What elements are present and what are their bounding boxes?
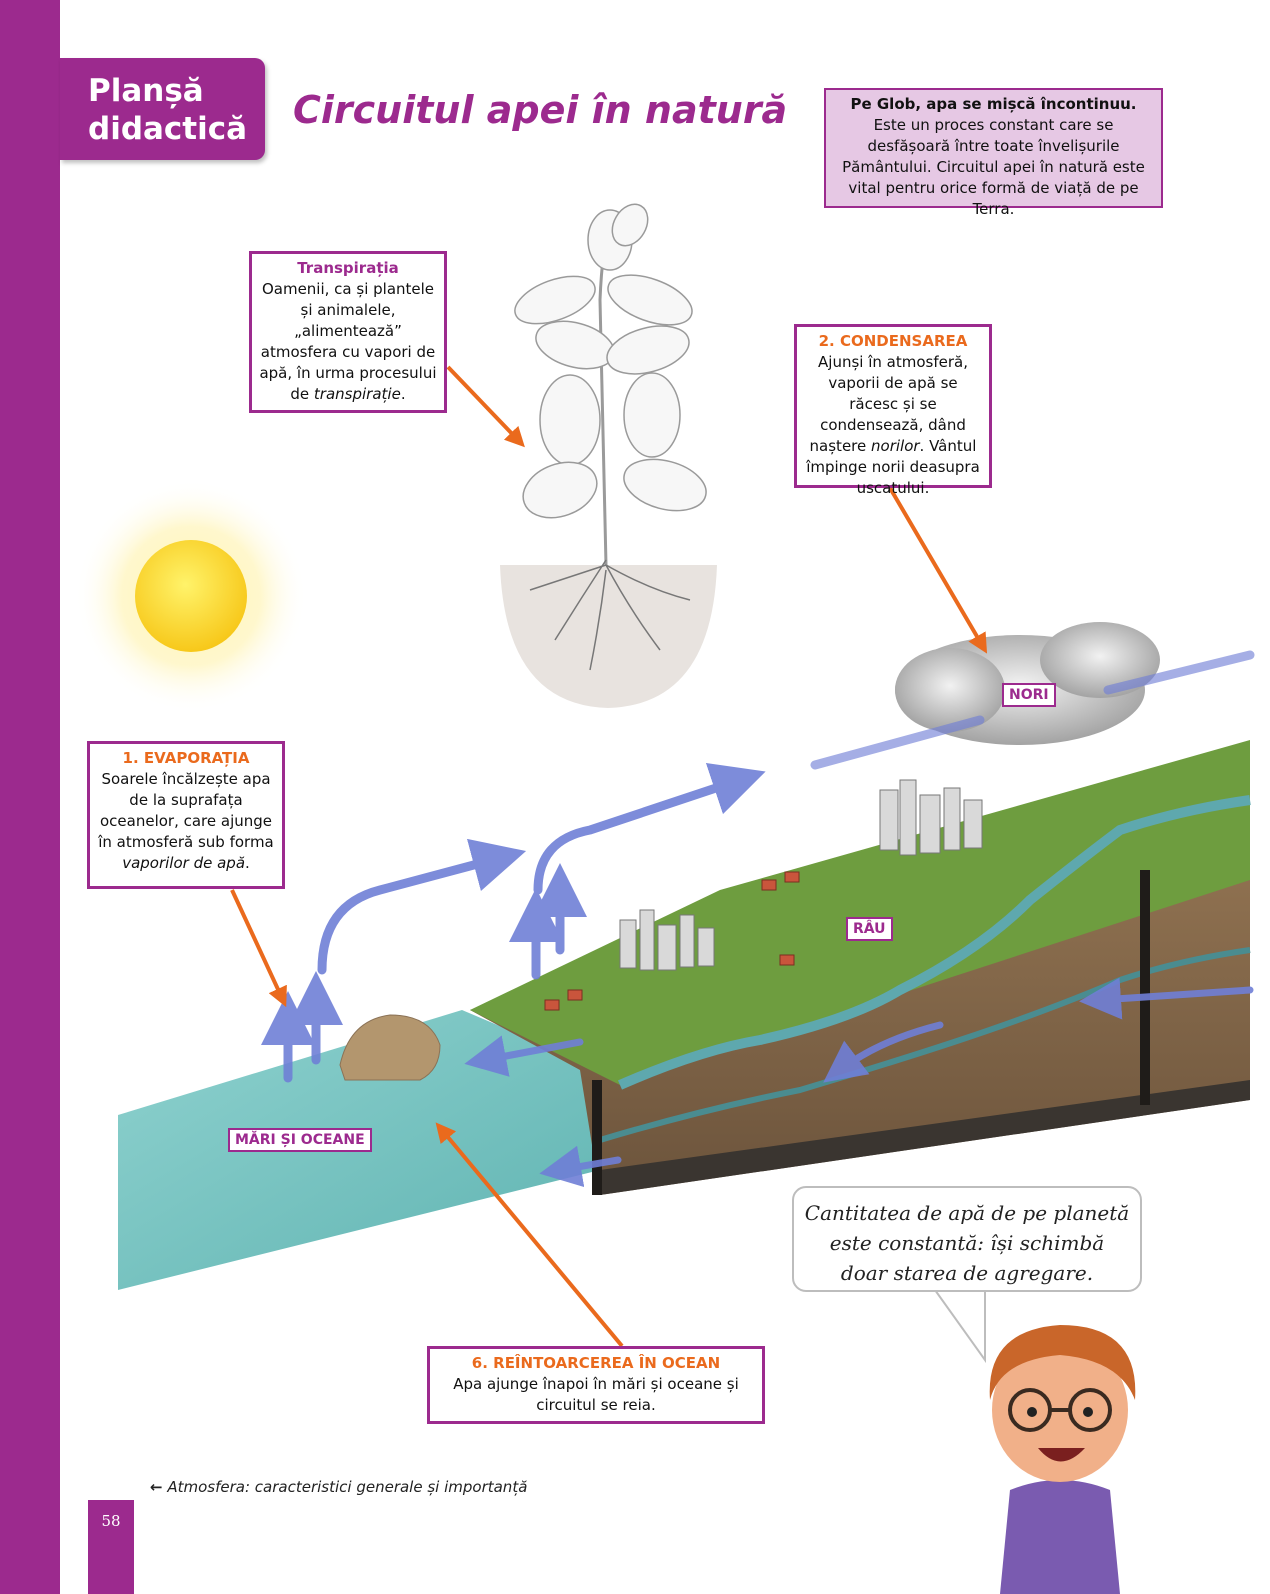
transpiration-box: Transpirația Oamenii, ca și plantele și …: [249, 251, 447, 413]
page-title: Circuitul apei în natură: [293, 88, 788, 132]
condensation-italic: norilor: [871, 437, 920, 455]
back-arrow-icon: ←: [150, 1478, 163, 1496]
page-number-bar: [88, 1500, 134, 1594]
seas-label: MĂRI ȘI OCEANE: [228, 1128, 372, 1152]
left-sidebar-stripe: [0, 0, 60, 1594]
speech-bubble-tail: [934, 1289, 986, 1364]
evaporation-heading: 1. EVAPORAȚIA: [122, 749, 250, 767]
evaporation-box: 1. EVAPORAȚIA Soarele încălzește apa de …: [87, 741, 285, 889]
runoff-arrows: [464, 977, 1254, 1188]
boy-character: [989, 1325, 1136, 1594]
rock: [339, 1014, 441, 1081]
river-label: RÂU: [846, 917, 893, 941]
return-ocean-heading: 6. REÎNTOARCEREA ÎN OCEAN: [471, 1354, 721, 1372]
transpiration-text: Oamenii, ca și plantele și animalele, „a…: [259, 280, 437, 403]
city-buildings: [619, 779, 983, 971]
tab-line-2: didactică: [88, 111, 248, 147]
return-ocean-text: Apa ajunge înapoi în mări și oceane și c…: [453, 1375, 739, 1414]
evaporation-italic: vaporilor de apă: [122, 854, 246, 872]
transpiration-end: .: [400, 385, 406, 403]
plant-illustration: [500, 203, 717, 708]
intro-box: Pe Glob, apa se mișcă încontinuu. Este u…: [824, 88, 1163, 218]
speech-bubble: Cantitatea de apă de pe planetă este con…: [792, 1186, 1142, 1292]
transpiration-italic: transpirație: [313, 385, 401, 403]
evaporation-end: .: [245, 854, 250, 872]
condensation-text-1: Ajunși în atmosferă, vaporii de apă se r…: [809, 353, 968, 455]
transpiration-heading: Transpirația: [297, 259, 399, 277]
clouds-label: NORI: [1002, 683, 1056, 707]
condensation-heading: 2. CONDENSAREA: [818, 332, 968, 350]
return-ocean-box: 6. REÎNTOARCEREA ÎN OCEAN Apa ajunge îna…: [427, 1346, 765, 1424]
evaporation-text: Soarele încălzește apa de la suprafața o…: [98, 770, 274, 851]
intro-bold: Pe Glob, apa se mișcă încontinuu.: [850, 95, 1137, 113]
village-houses: [544, 871, 800, 1011]
land-block: [470, 740, 1251, 1195]
condensation-box: 2. CONDENSAREA Ajunși în atmosferă, vapo…: [794, 324, 992, 497]
page-number: 58: [101, 1512, 121, 1530]
footer-link[interactable]: ← Atmosfera: caracteristici generale și …: [150, 1478, 527, 1496]
footer-text: Atmosfera: caracteristici generale și im…: [167, 1478, 528, 1496]
sun-icon: [75, 480, 307, 712]
pointer-arrows: [230, 365, 988, 1348]
section-tab: Planșă didactică: [60, 58, 265, 160]
intro-text: Este un proces constant care se desfășoa…: [842, 116, 1145, 218]
tab-line-1: Planșă: [88, 73, 204, 109]
evaporation-arrows: [261, 650, 1255, 1083]
condensation-text-2: . Vântul împinge norii deasupra uscatulu…: [806, 437, 980, 497]
